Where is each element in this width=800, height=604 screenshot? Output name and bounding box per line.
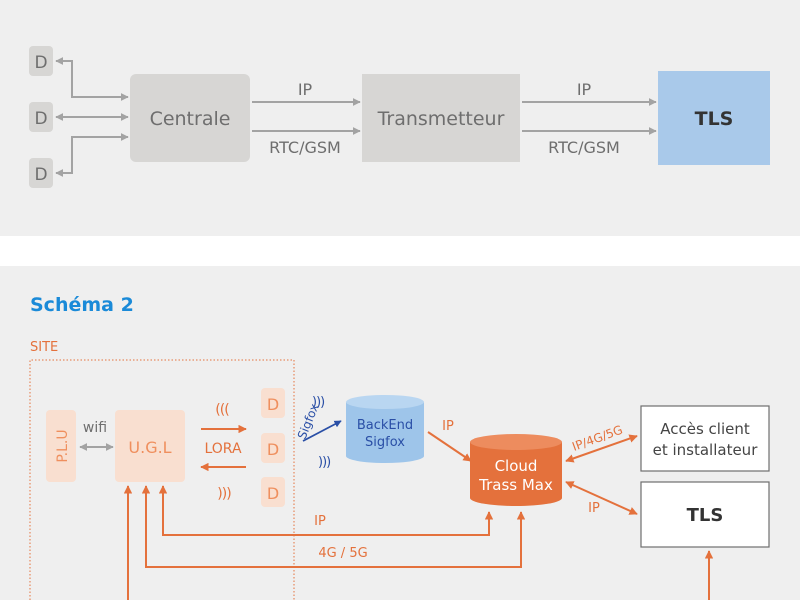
cloud-label-1: Cloud [495,457,538,475]
central-unit-box: Centrale [130,74,250,162]
site-boundary [29,359,295,600]
radio-waves-icon: ))) [217,486,231,502]
client-access-box: Accès client et installateur [640,405,770,472]
link-rtc-label-1: RTC/GSM [269,138,341,157]
transmitter-box: Transmetteur [362,74,520,162]
central-unit-label: Centrale [150,108,231,130]
ip-tls-label: IP [588,501,600,516]
net-4g-5g-label: 4G / 5G [318,546,367,561]
link-ip-label-2: IP [577,80,592,99]
device-connectors [55,57,129,177]
cloud-trass-max-db: Cloud Trass Max [470,434,562,506]
sigfox-arrow [302,420,342,442]
site-label: SITE [30,340,58,355]
device-label: D [34,165,47,185]
device-label: D [34,53,47,73]
device-label: D [267,484,279,503]
client-label-1: Accès client [660,420,750,438]
device-label: D [267,440,279,459]
schema2-device-2: D [261,433,285,463]
tls-box-2: TLS [640,481,770,548]
radio-waves-icon: ((( [215,402,229,418]
sigfox-waves-icon: ))) [318,455,330,470]
tls-label-2: TLS [687,505,724,526]
plu-box: P.L.U [46,410,76,482]
schema1-links [252,98,657,135]
schema2-device-3: D [261,477,285,507]
device-label: D [267,395,279,414]
backend-to-cloud-arrow [427,431,472,462]
schema1-device-3: D [29,158,53,188]
link-rtc-label-2: RTC/GSM [548,138,620,157]
connector-device-3 [55,133,129,177]
wifi-label: wifi [83,420,107,436]
schema1-device-1: D [29,46,53,76]
plu-label: P.L.U [55,429,71,462]
connector-device-1 [55,57,129,101]
schema2-title: Schéma 2 [30,294,134,316]
schema2-device-1: D [261,388,285,418]
cloud-client-link [565,434,638,463]
ugl-4g-5g-link [141,485,526,568]
sigfox-waves-icon: ))) [312,395,324,410]
cloud-tls-link [565,481,638,515]
ugl-box: U.G.L [115,410,185,482]
ip-backend-label: IP [442,419,454,434]
device-label: D [34,109,47,129]
client-label-2: et installateur [653,441,759,459]
tls-box-1: TLS [658,71,770,165]
backend-sigfox-db: BackEnd Sigfox [346,395,424,463]
backend-label-2: Sigfox [365,435,405,450]
ugl-label: U.G.L [128,438,171,457]
schema1-device-2: D [29,102,53,132]
backend-label-1: BackEnd [357,418,413,433]
lora-label: LORA [204,441,241,457]
tls-label-1: TLS [695,108,734,130]
transmitter-label: Transmetteur [377,108,505,130]
cloud-label-2: Trass Max [478,476,553,494]
link-ip-label-1: IP [298,80,313,99]
ip-ugl-label: IP [314,514,326,529]
